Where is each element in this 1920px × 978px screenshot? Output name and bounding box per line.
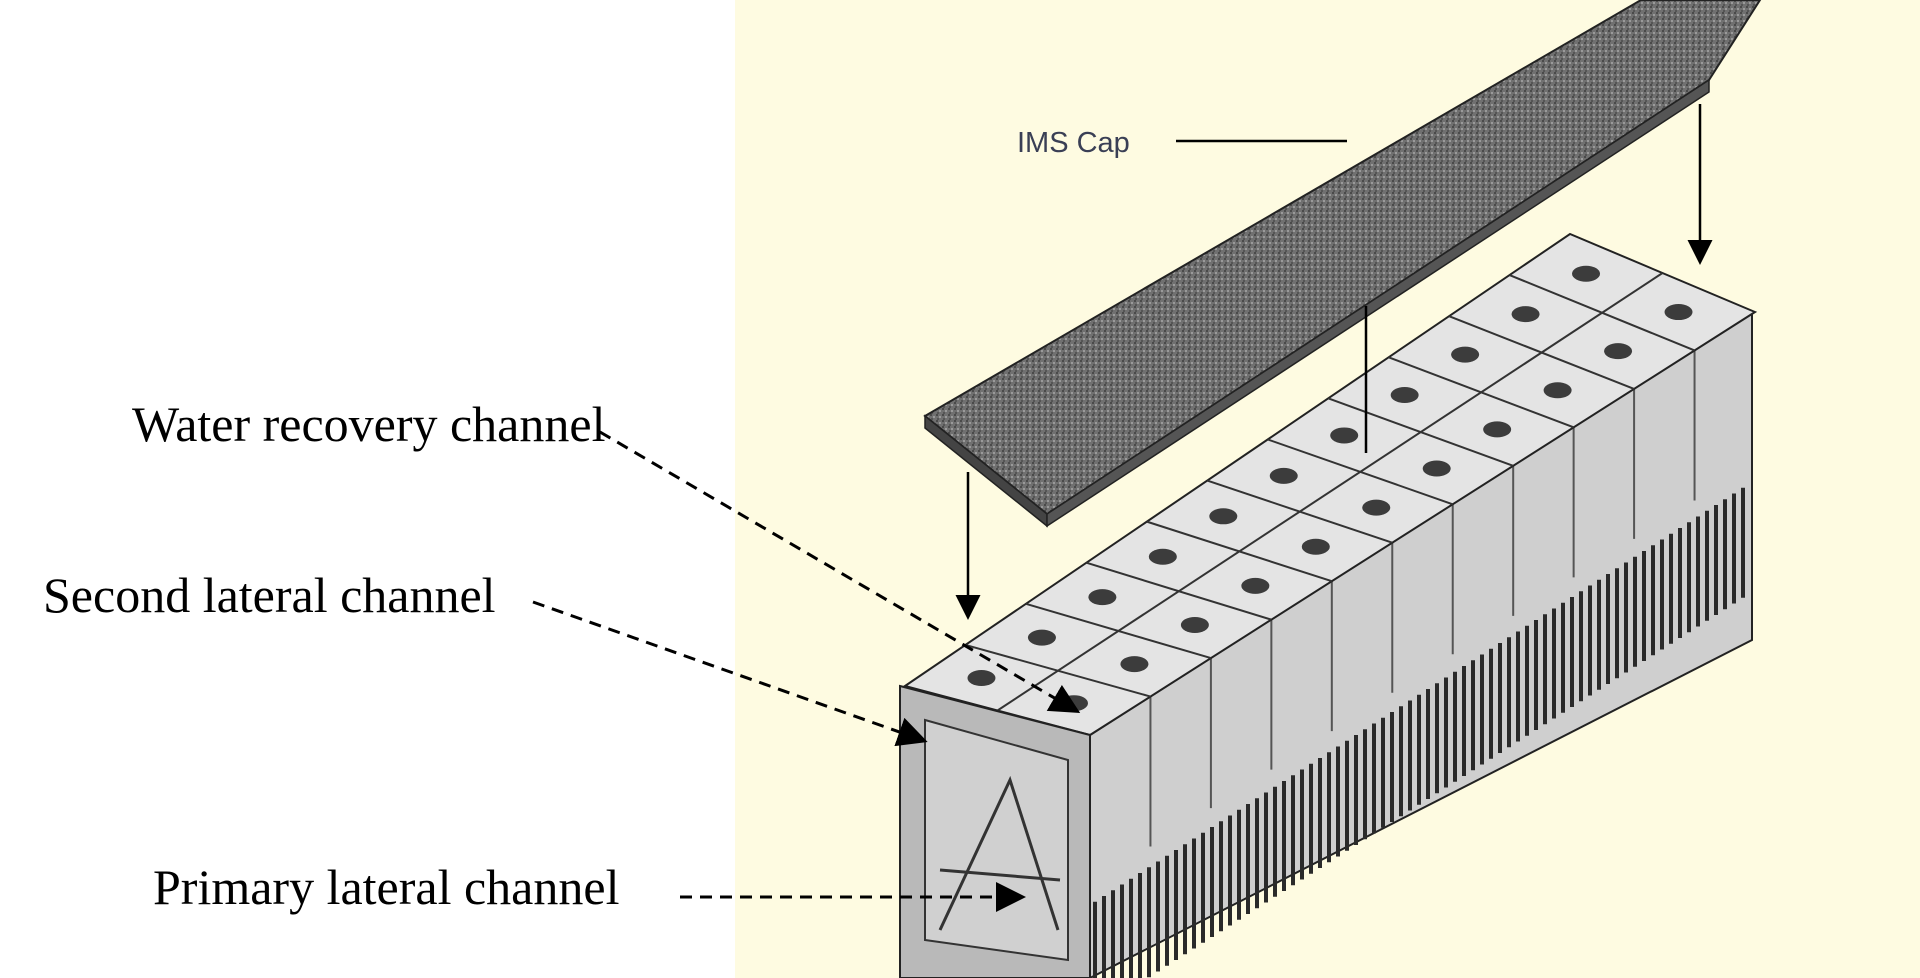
cell-nozzle [1543,382,1572,399]
cell-nozzle [1330,427,1359,444]
cell-nozzle [1483,421,1512,438]
module-body [899,232,1758,978]
cell-nozzle [1027,629,1056,646]
water-recovery-leader [599,430,1081,714]
second-lateral-channel-label: Second lateral channel [43,567,496,623]
ims-cap [923,0,1762,528]
cell-nozzle [967,670,996,687]
cell-nozzle [1180,616,1209,633]
cell-nozzle [1301,538,1330,555]
cell-divider [996,272,1664,712]
cell-nozzle [1088,589,1117,606]
cell-nozzle [1209,508,1238,525]
cell-nozzle [1120,656,1149,673]
cell-nozzle [1451,346,1480,363]
assembly-arrows [955,104,1713,620]
cell-nozzle [1269,467,1298,484]
cell-nozzle [1362,499,1391,516]
cell-nozzle [1572,265,1601,282]
ims-cap-label: IMS Cap [1017,127,1130,159]
cell-nozzle [1422,460,1451,477]
water-recovery-channel-label: Water recovery channel [132,396,605,452]
cell-nozzle [1664,304,1693,321]
cell-nozzle [1511,306,1540,323]
primary-lateral-channel-label: Primary lateral channel [153,859,619,915]
cell-nozzle [1241,577,1270,594]
cell-nozzle [1148,548,1177,565]
second-lateral-leader [532,600,928,747]
cell-nozzle [1390,387,1419,404]
cell-nozzle [1604,343,1633,360]
